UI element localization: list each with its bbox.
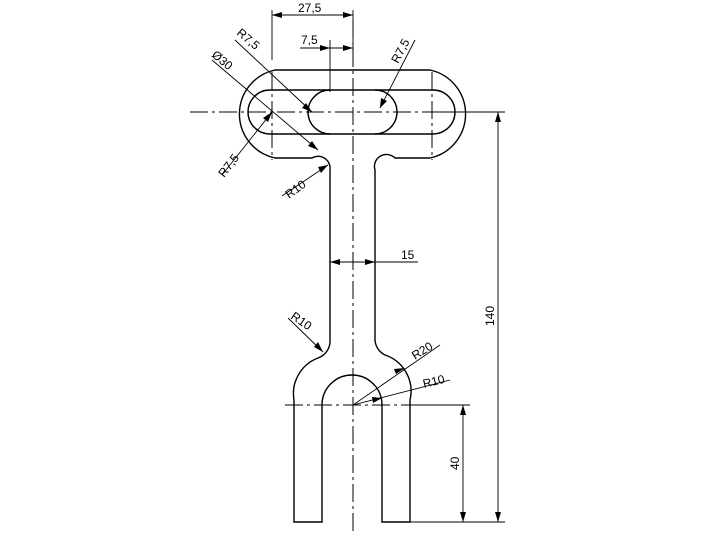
dim-r10-neck-bottom: R10 [288, 309, 314, 333]
dim-27-5: 27,5 [298, 1, 322, 15]
dim-r20: R20 [409, 339, 435, 363]
dimension-lines [211, 10, 505, 523]
dim-140: 140 [483, 306, 497, 326]
dim-15: 15 [401, 248, 415, 262]
top-bar-outline [238, 69, 467, 523]
dim-r10-fork: R10 [421, 372, 446, 391]
dim-r7-5-top-left: R7,5 [234, 26, 263, 53]
dim-diameter-30: Ø30 [209, 48, 236, 74]
top-slot-outline [247, 89, 456, 135]
center-lines [190, 20, 478, 532]
dim-7-5: 7,5 [301, 33, 318, 47]
dim-40: 40 [448, 456, 462, 470]
